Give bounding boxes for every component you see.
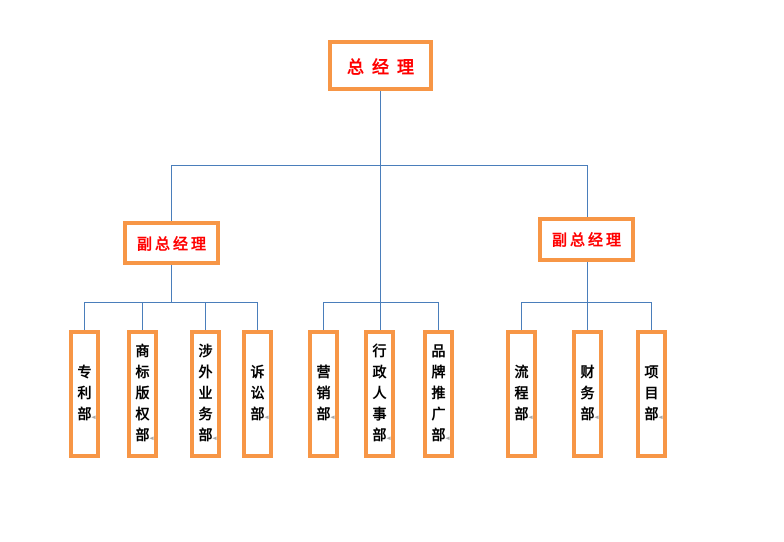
connector-right-group-horizontal	[521, 302, 652, 303]
node-dept-trademark-copyright[interactable]: 商标版权部 ◄	[127, 330, 158, 458]
cell-end-mark-icon: ◄	[263, 413, 270, 421]
dept-marketing-label: 营销部	[316, 365, 331, 423]
cell-end-mark-icon: ◄	[593, 413, 600, 421]
node-dept-admin-hr[interactable]: 行政人事部 ◄	[364, 330, 395, 458]
cell-end-mark-icon: ◄	[527, 413, 534, 421]
connector-drop-foreign	[205, 302, 206, 330]
connector-drop-trademark	[142, 302, 143, 330]
connector-drop-process	[521, 302, 522, 330]
connector-deputy-right-in	[587, 165, 588, 217]
cell-end-mark-icon: ◄	[444, 434, 451, 442]
deputy-manager-left-label: 副总经理	[136, 236, 209, 253]
node-dept-finance[interactable]: 财务部 ◄	[572, 330, 603, 458]
connector-left-group-horizontal	[84, 302, 258, 303]
dept-trademark-copyright-label: 商标版权部	[135, 344, 150, 444]
cell-end-mark-icon: ◄	[211, 434, 218, 442]
connector-deputy-right-out	[587, 262, 588, 302]
general-manager-label: 总经理	[347, 58, 422, 77]
connector-drop-litigation	[257, 302, 258, 330]
connector-drop-finance	[587, 302, 588, 330]
node-dept-marketing[interactable]: 营销部 ◄	[308, 330, 339, 458]
dept-project-label: 项目部	[644, 365, 659, 423]
node-dept-process[interactable]: 流程部 ◄	[506, 330, 537, 458]
connector-drop-marketing	[323, 302, 324, 330]
connector-root-vertical	[380, 91, 381, 330]
connector-mid-group-horizontal	[323, 302, 439, 303]
cell-end-mark-icon: ◄	[657, 413, 664, 421]
dept-foreign-business-label: 涉外业务部	[198, 344, 213, 444]
node-general-manager[interactable]: 总经理	[328, 40, 433, 91]
node-dept-brand-promotion[interactable]: 品牌推广部 ◄	[423, 330, 454, 458]
node-dept-project[interactable]: 项目部 ◄	[636, 330, 667, 458]
dept-admin-hr-label: 行政人事部	[372, 344, 387, 444]
dept-brand-promotion-label: 品牌推广部	[431, 344, 446, 444]
node-deputy-manager-right[interactable]: 副总经理	[538, 217, 635, 262]
dept-process-label: 流程部	[514, 365, 529, 423]
node-dept-foreign-business[interactable]: 涉外业务部 ◄	[190, 330, 221, 458]
cell-end-mark-icon: ◄	[90, 413, 97, 421]
cell-end-mark-icon: ◄	[329, 413, 336, 421]
connector-drop-patent	[84, 302, 85, 330]
dept-litigation-label: 诉讼部	[250, 365, 265, 423]
node-dept-patent[interactable]: 专利部 ◄	[69, 330, 100, 458]
connector-drop-project	[651, 302, 652, 330]
cell-end-mark-icon: ◄	[148, 434, 155, 442]
deputy-manager-right-label: 副总经理	[551, 233, 624, 249]
node-dept-litigation[interactable]: 诉讼部 ◄	[242, 330, 273, 458]
cell-end-mark-icon: ◄	[385, 434, 392, 442]
node-deputy-manager-left[interactable]: 副总经理	[123, 221, 220, 265]
dept-finance-label: 财务部	[580, 365, 595, 423]
connector-drop-brand	[438, 302, 439, 330]
dept-patent-label: 专利部	[77, 365, 92, 423]
connector-top-horizontal	[171, 165, 588, 166]
connector-deputy-left-in	[171, 165, 172, 221]
connector-deputy-left-out	[171, 265, 172, 302]
